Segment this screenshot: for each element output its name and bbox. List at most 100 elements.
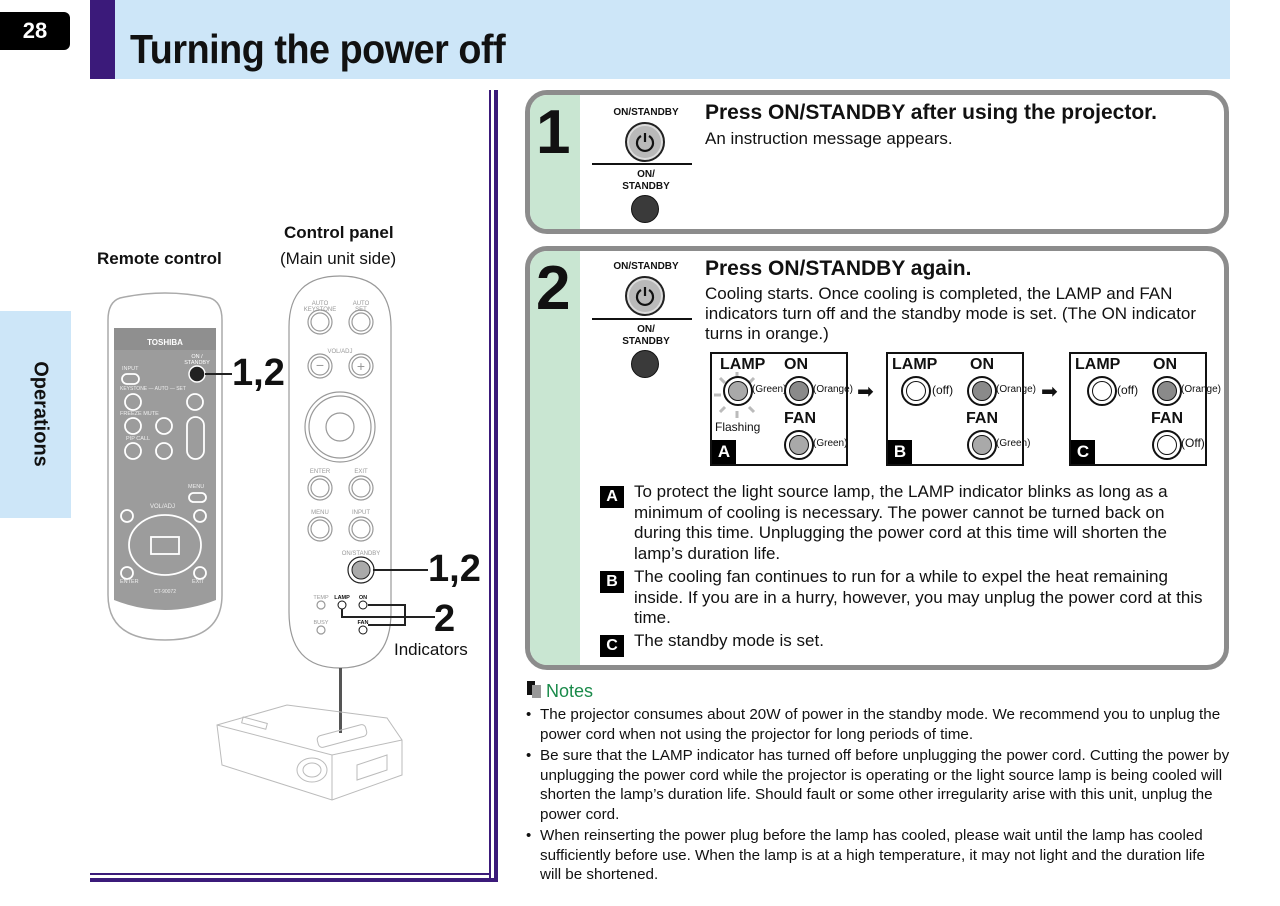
step-description: Cooling starts. Once cooling is complete… xyxy=(705,284,1197,343)
set-button xyxy=(186,393,204,411)
frame-line xyxy=(90,873,491,875)
fan-label: FAN xyxy=(966,410,998,427)
explanation-letter: B xyxy=(600,571,624,593)
step-2-card: 2 ON/STANDBY ON/ STANDBY Press ON/STANDB… xyxy=(525,246,1229,670)
button-label: ON/STANDBY xyxy=(613,107,679,118)
arrow-right-icon: ➡ xyxy=(857,381,874,403)
menu-button xyxy=(188,492,207,503)
divider xyxy=(592,318,692,320)
on-state: (Orange) xyxy=(996,384,1037,395)
remote-model: CT-90072 xyxy=(154,589,176,595)
power-icon xyxy=(635,287,655,307)
on-state: (Orange) xyxy=(813,384,854,395)
indicator-state-c: LAMP ON (off) (Orange) FAN (Off) C xyxy=(1069,352,1221,466)
fan-state: (Green) xyxy=(813,438,848,449)
state-letter: B xyxy=(888,440,912,464)
remote-control-label: Remote control xyxy=(97,249,222,268)
fan-state: (Green) xyxy=(996,438,1031,449)
input-button xyxy=(121,373,140,385)
remote-power-button xyxy=(188,365,206,383)
svg-text:INPUT: INPUT xyxy=(352,510,370,516)
svg-text:+: + xyxy=(357,358,365,374)
svg-text:KEYSTONE: KEYSTONE xyxy=(304,307,337,313)
remote-control-illustration: TOSHIBA ON / STANDBY INPUT KEYSTONE — AU… xyxy=(107,292,223,641)
connector-line xyxy=(339,668,342,733)
svg-text:TEMP: TEMP xyxy=(313,595,329,601)
notes-icon xyxy=(527,681,535,695)
callout-line xyxy=(205,373,232,375)
state-letter: C xyxy=(1071,440,1095,464)
explanation-letter: C xyxy=(600,635,624,657)
remote-standby-button[interactable] xyxy=(631,350,659,378)
svg-text:VOL/ADJ: VOL/ADJ xyxy=(150,504,175,510)
svg-text:AUTO: AUTO xyxy=(312,301,329,307)
svg-text:FAN: FAN xyxy=(358,620,369,626)
section-tab[interactable] xyxy=(0,311,71,518)
indicator-callout-lines xyxy=(341,604,435,626)
fan-label: FAN xyxy=(784,410,816,427)
step-title: Press ON/STANDBY again. xyxy=(705,257,972,280)
svg-text:PIP CALL: PIP CALL xyxy=(126,436,150,442)
notes-heading: Notes xyxy=(546,681,594,701)
lamp-led xyxy=(723,376,753,406)
fan-led xyxy=(784,430,814,460)
svg-text:ON: ON xyxy=(359,595,367,601)
resize-rocker xyxy=(186,416,205,460)
remote-standby-button[interactable] xyxy=(631,195,659,223)
svg-text:INPUT: INPUT xyxy=(122,366,139,372)
svg-text:FREEZE MUTE: FREEZE MUTE xyxy=(120,411,159,417)
on-standby-button[interactable] xyxy=(625,122,665,162)
lamp-label: LAMP xyxy=(892,356,938,373)
enter-button xyxy=(120,566,134,580)
lamp-led xyxy=(1087,376,1117,406)
button-label: STANDBY xyxy=(622,181,670,192)
bullet: • xyxy=(526,827,532,844)
remote-brand: TOSHIBA xyxy=(147,338,183,347)
indicator-state-b: LAMP ON (off) (Orange) FAN (Green) B xyxy=(886,352,1036,466)
note-item: Be sure that the LAMP indicator has turn… xyxy=(540,747,1230,823)
call-button xyxy=(155,442,173,460)
step-number: 2 xyxy=(536,254,571,323)
svg-text:STANDBY: STANDBY xyxy=(184,360,210,366)
exit-button xyxy=(193,566,207,580)
step-strip xyxy=(530,251,580,665)
step-strip xyxy=(530,95,580,229)
step-title: Press ON/STANDBY after using the project… xyxy=(705,101,1157,124)
explanation-letter: A xyxy=(600,486,624,508)
lamp-led xyxy=(901,376,931,406)
header-accent-bar xyxy=(90,0,115,79)
frame-line xyxy=(489,90,491,878)
page-number-text: 28 xyxy=(22,18,48,43)
bullet: • xyxy=(526,747,532,764)
button-label: ON/ xyxy=(637,169,655,180)
notes-icon-shade xyxy=(532,685,541,698)
note-item: The projector consumes about 20W of powe… xyxy=(540,706,1221,743)
projector-illustration xyxy=(216,704,403,801)
indicator-state-a: LAMP ON (Green) (Orange) Flashing FAN (G… xyxy=(710,352,853,466)
svg-text:−: − xyxy=(316,357,324,373)
remote-callout: 1,2 xyxy=(232,352,285,394)
on-led xyxy=(1152,376,1182,406)
fan-led xyxy=(967,430,997,460)
svg-text:MENU: MENU xyxy=(311,510,329,516)
svg-text:SET: SET xyxy=(355,307,367,313)
dpad xyxy=(128,514,202,576)
keystone-button xyxy=(124,393,142,411)
fan-state: (Off) xyxy=(1181,436,1205,450)
svg-text:MENU: MENU xyxy=(188,484,204,490)
svg-text:EXIT: EXIT xyxy=(354,469,368,475)
panel-fan-indicator xyxy=(358,625,368,635)
on-led xyxy=(967,376,997,406)
panel-on-indicator xyxy=(358,600,368,610)
lamp-label: LAMP xyxy=(1075,356,1121,373)
on-standby-button[interactable] xyxy=(625,276,665,316)
svg-text:ON /: ON / xyxy=(191,354,203,360)
on-state: (Orange) xyxy=(1181,384,1222,395)
lamp-state: (Green) xyxy=(752,384,787,395)
on-label: ON xyxy=(1153,356,1177,373)
svg-text:AUTO: AUTO xyxy=(353,301,370,307)
step-1-card: 1 ON/STANDBY ON/ STANDBY Press ON/STANDB… xyxy=(525,90,1229,234)
control-panel-label: Control panel xyxy=(284,223,394,242)
svg-text:ENTER: ENTER xyxy=(120,579,139,585)
explanation-text: To protect the light source lamp, the LA… xyxy=(634,482,1168,563)
